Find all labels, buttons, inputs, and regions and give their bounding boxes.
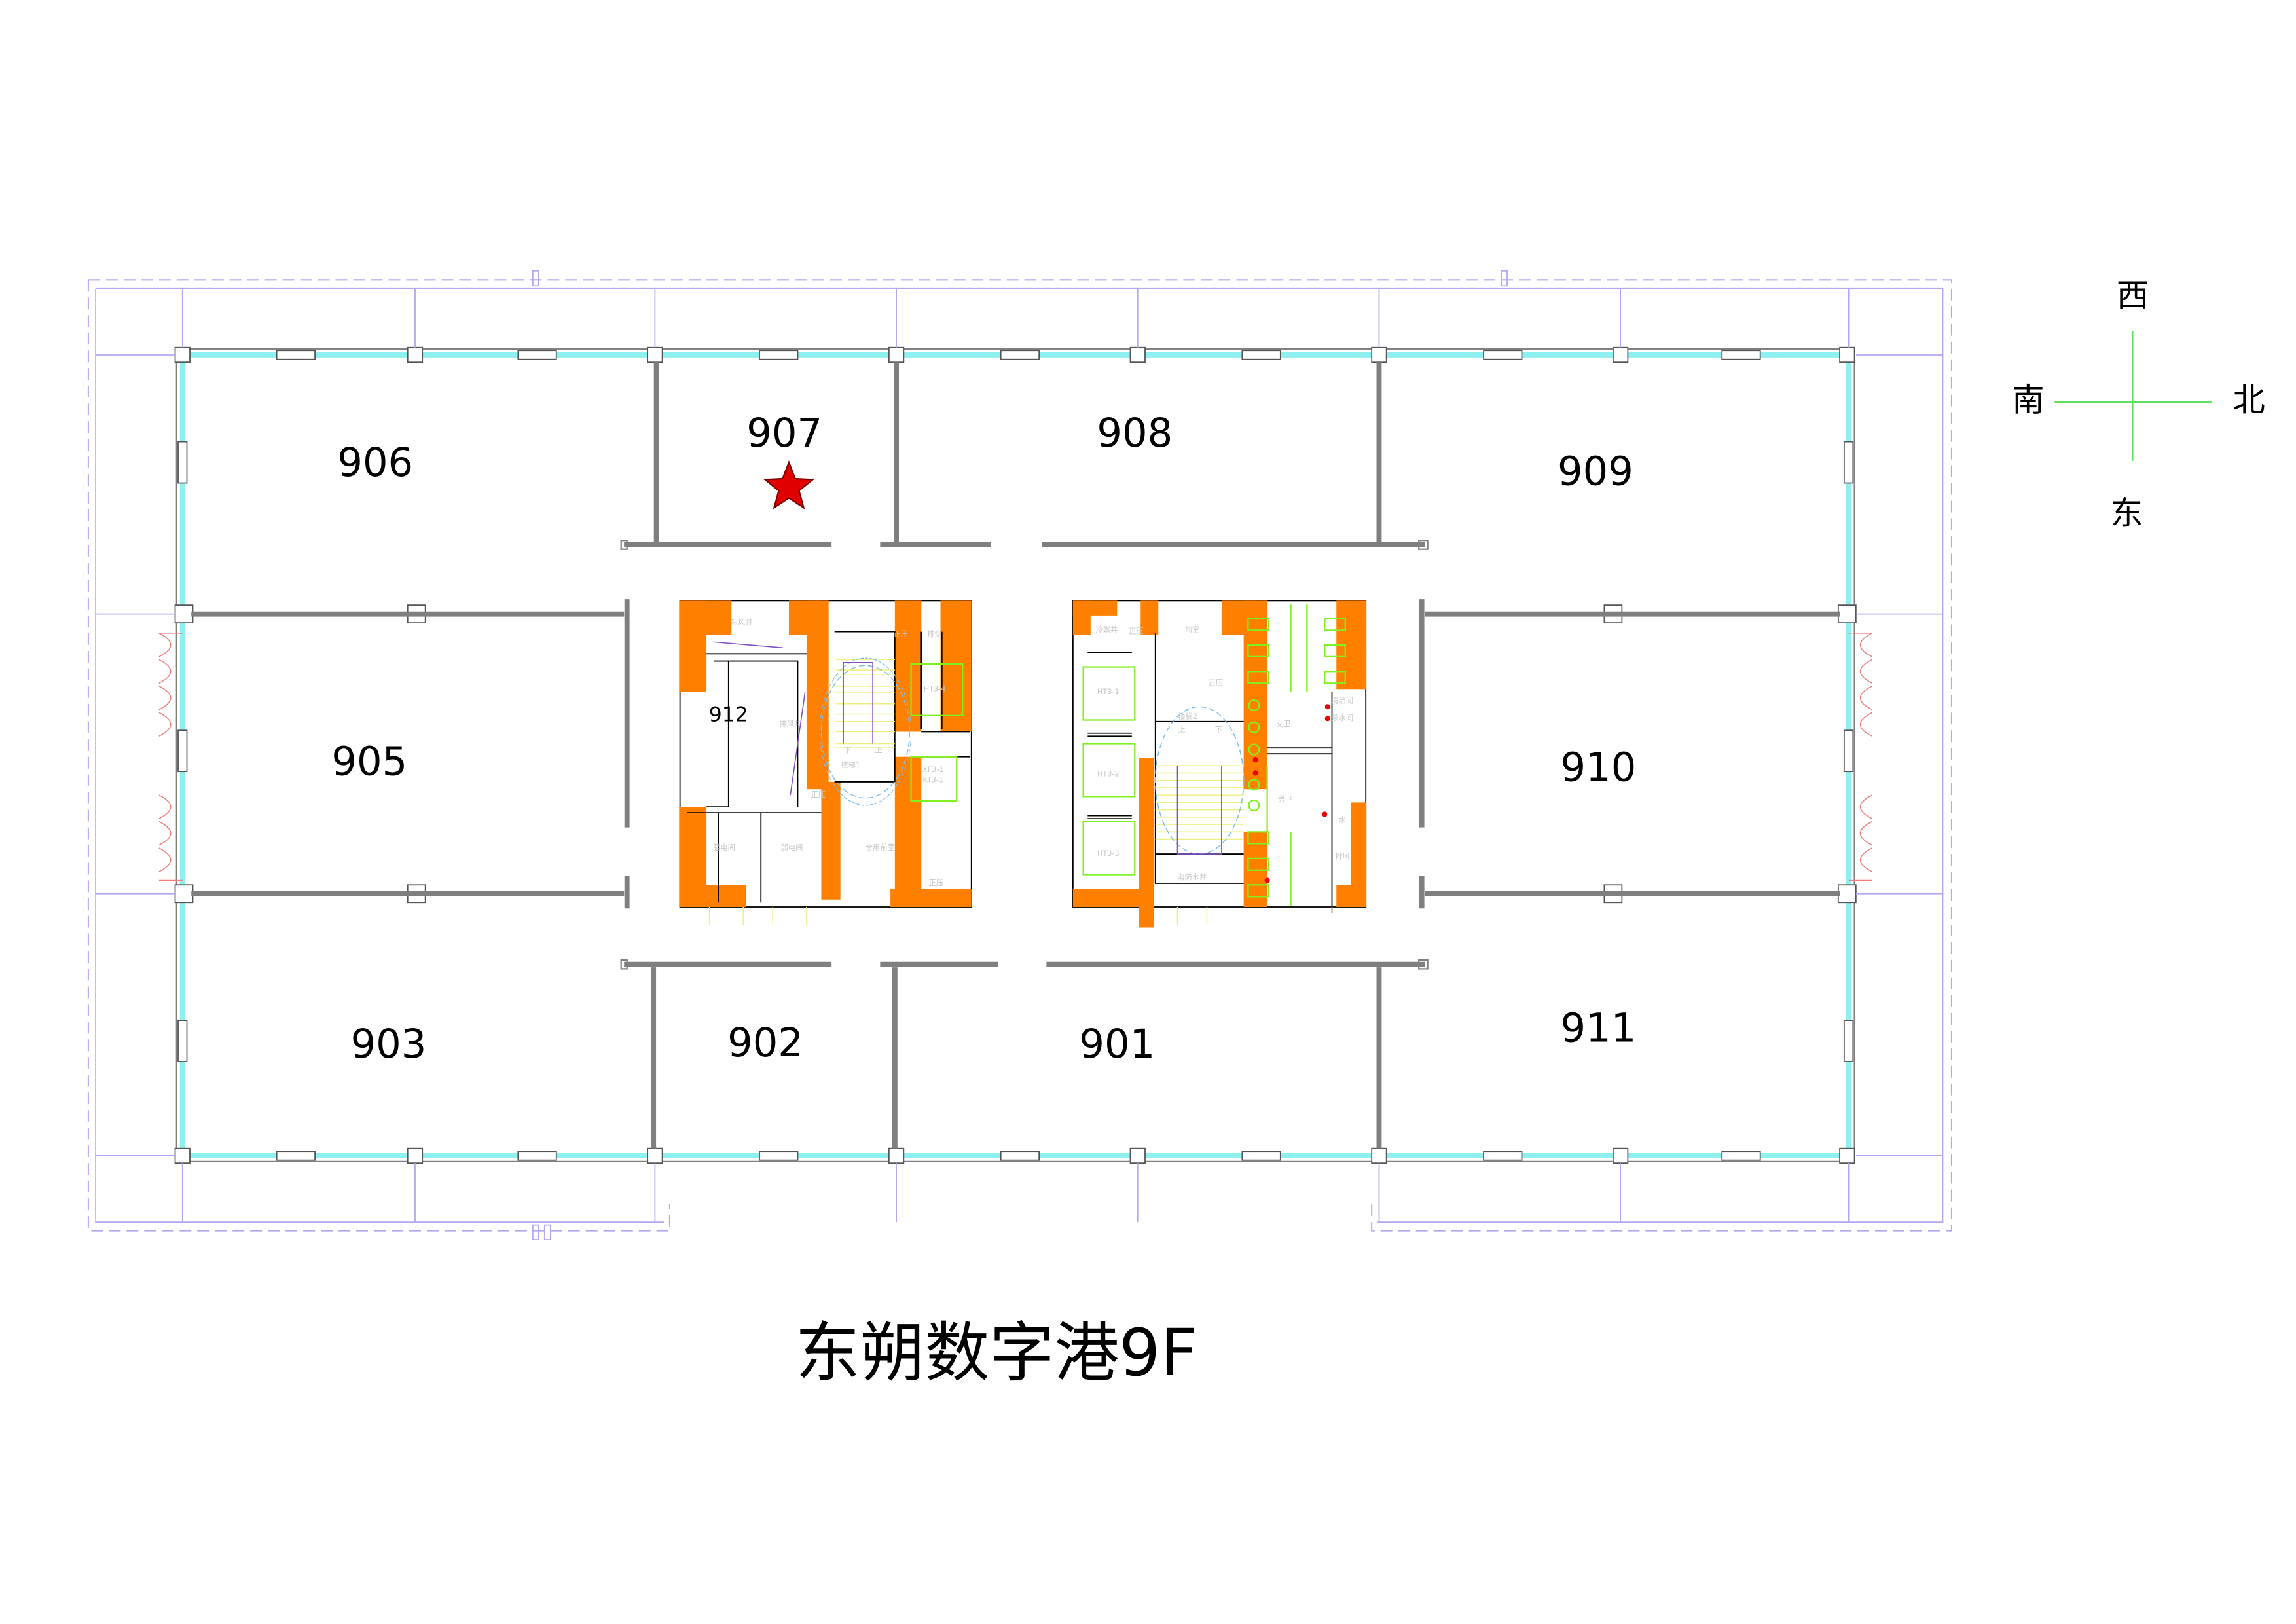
label-down: 下 <box>1215 726 1222 734</box>
label-elevator-xf3-1: XF3-1 <box>922 766 944 774</box>
label-cleaning-room: 清洁间 <box>1331 696 1353 705</box>
label-fire-water-shaft: 消防水井 <box>1177 872 1207 881</box>
core-left: 912 新风井 排风井 正压 排烟 HT3-4 XF3-1 KT3-1 楼梯1 … <box>679 600 972 925</box>
label-tea-room: 茶水间 <box>1331 714 1353 722</box>
room-905-label: 905 <box>331 739 407 785</box>
room-906-label: 906 <box>337 440 413 486</box>
room-910-label: 910 <box>1560 745 1636 791</box>
label-exhaust: 排风 <box>1335 852 1349 861</box>
room-909-label: 909 <box>1558 449 1633 495</box>
label-pressurize: 正压 <box>929 879 943 887</box>
room-902-label: 902 <box>727 1020 803 1066</box>
room-911-label: 911 <box>1560 1005 1636 1051</box>
label-pressurize: 正压 <box>1129 627 1143 636</box>
label-lobby: 前室 <box>1185 625 1199 634</box>
label-shared-lobby: 合用前室 <box>866 843 895 852</box>
compass: 西 南 北 东 <box>2012 276 2265 532</box>
compass-cross-icon <box>2054 331 2212 461</box>
compass-north: 北 <box>2232 380 2265 418</box>
label-pressurize: 正压 <box>811 790 826 799</box>
columns <box>96 288 1943 1223</box>
room-901-label: 901 <box>1079 1022 1155 1067</box>
label-elevator-kt3-1: KT3-1 <box>922 776 943 784</box>
room-907-label: 907 <box>746 411 822 456</box>
compass-east: 东 <box>2111 494 2143 532</box>
label-strong-power-room: 强电间 <box>713 843 735 852</box>
room-912-label: 912 <box>709 703 748 727</box>
room-labels: 906 907 908 909 905 910 903 902 901 911 <box>331 411 1636 1067</box>
partitions <box>191 362 1840 1149</box>
label-pressurize: 正压 <box>1209 678 1223 687</box>
location-star-icon <box>763 460 815 509</box>
compass-west: 西 <box>2117 276 2149 314</box>
label-elevator-ht3-3: HT3-3 <box>1097 849 1120 858</box>
label-fresh-air-shaft: 新风井 <box>731 618 753 627</box>
label-exhaust-shaft: 排风井 <box>779 719 801 728</box>
core-right: 冷媒井 正压 前室 正压 HT3-1 HT3-2 HT3-3 楼梯2 上 下 消… <box>1072 600 1367 928</box>
label-pressurize: 正压 <box>894 630 908 638</box>
label-elevator-ht3-1: HT3-1 <box>1097 688 1120 696</box>
compass-south: 南 <box>2012 380 2044 418</box>
label-mens-wc: 男卫 <box>1277 795 1292 803</box>
label-down: 下 <box>844 747 851 755</box>
label-smoke-exhaust: 排烟 <box>927 629 941 638</box>
label-weak-power-room: 弱电间 <box>781 843 803 852</box>
page-title: 东朔数字港9F <box>795 1316 1197 1391</box>
label-womens-wc: 女卫 <box>1276 719 1290 728</box>
room-908-label: 908 <box>1097 411 1173 456</box>
label-refrigerant-shaft: 冷媒井 <box>1096 625 1118 634</box>
label-up: 上 <box>875 747 882 755</box>
label-elevator-ht3-4: HT3-4 <box>924 684 946 693</box>
label-stair-1: 楼梯1 <box>841 760 861 769</box>
label-elevator-ht3-2: HT3-2 <box>1097 770 1120 779</box>
label-stair-2: 楼梯2 <box>1178 712 1197 721</box>
outer-boundary <box>87 270 1952 1240</box>
room-903-label: 903 <box>351 1022 427 1067</box>
label-water: 水 <box>1339 815 1346 824</box>
label-up: 上 <box>1178 726 1186 734</box>
